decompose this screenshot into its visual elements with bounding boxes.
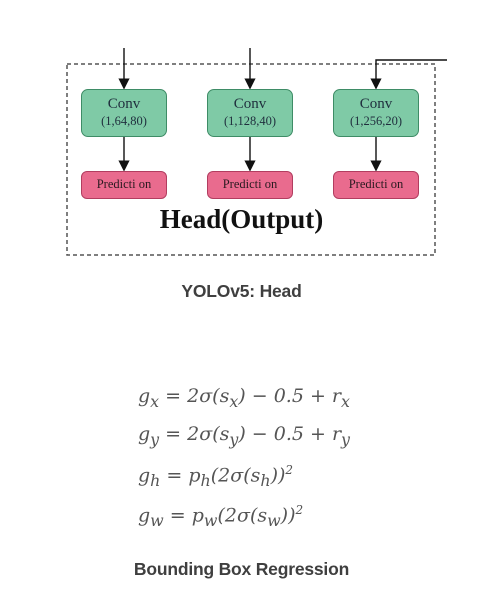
- conv-box-1: Conv (1,64,80): [81, 89, 167, 137]
- conv-box-3: Conv (1,256,20): [333, 89, 419, 137]
- conv-dims: (1,256,20): [349, 114, 403, 128]
- input-arrow-3: [370, 59, 447, 90]
- prediction-box-3: Predicti on: [333, 171, 419, 199]
- equation-gx: gx = 2σ(sx) − 0.5 + rx: [138, 385, 350, 411]
- head-caption: YOLOv5: Head: [181, 281, 302, 301]
- head-dashed-border: [66, 63, 436, 256]
- equation-gy: gy = 2σ(sy) − 0.5 + ry: [138, 423, 350, 449]
- equation-gh: gh = ph(2σ(sh))2: [138, 463, 294, 491]
- prediction-box-2: Predicti on: [207, 171, 293, 199]
- bbox-caption: Bounding Box Regression: [133, 559, 350, 579]
- conv-dims: (1,64,80): [101, 114, 147, 128]
- conv-label: Conv: [107, 96, 141, 112]
- conv-dims: (1,128,40): [223, 114, 277, 128]
- conv-label: Conv: [359, 96, 393, 112]
- conv-label: Conv: [233, 96, 267, 112]
- prediction-box-1: Predicti on: [81, 171, 167, 199]
- conv-box-2: Conv (1,128,40): [207, 89, 293, 137]
- head-diagram: Conv (1,64,80) Conv (1,128,40) Conv (1,2…: [0, 0, 483, 275]
- head-diagram-lines: [66, 48, 447, 256]
- equation-gw: gw = pw(2σ(sw))2: [138, 503, 304, 531]
- head-title: Head(Output): [159, 204, 324, 234]
